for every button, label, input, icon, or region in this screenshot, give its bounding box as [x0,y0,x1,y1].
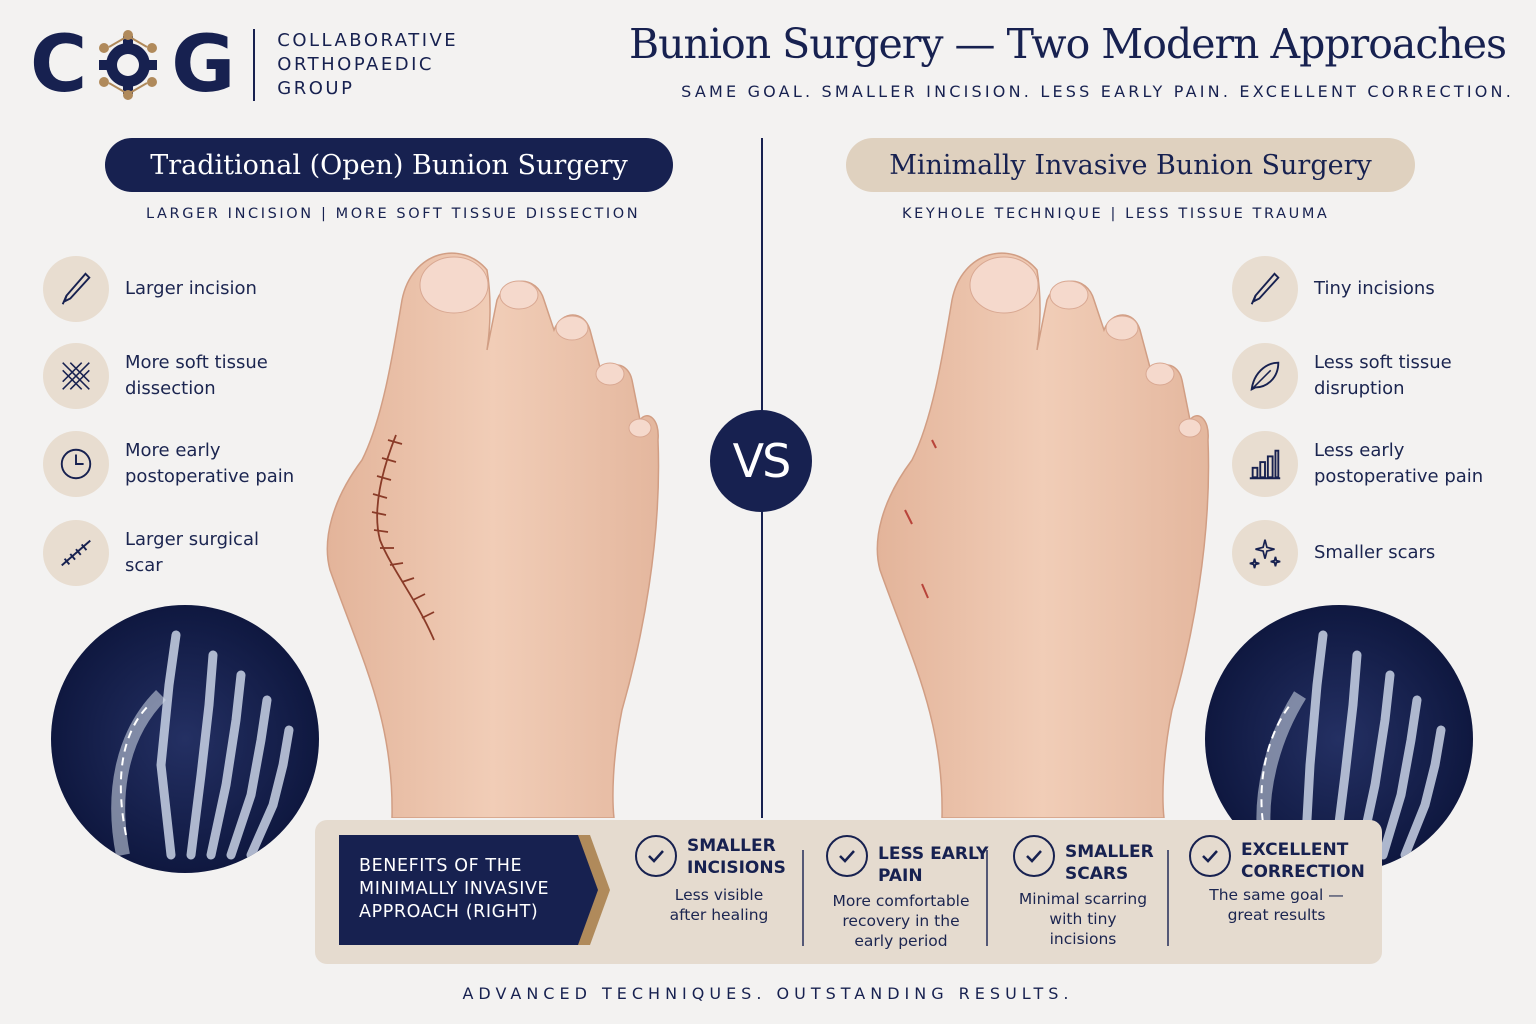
feature-label: Less soft tissue disruption [1314,352,1452,399]
logo-mark: C G [30,20,235,110]
benefit-desc: Less visible [674,886,764,904]
benefit-desc: recovery in the [842,912,960,930]
logo-wordmark: COLLABORATIVE ORTHOPAEDIC GROUP [277,29,458,101]
mis-foot-illustration [876,252,1210,818]
scalpel-icon [1232,256,1298,322]
benefit-title: LESS EARLY [878,844,989,864]
feature-label: More soft tissue dissection [125,352,268,399]
feature-label: Less early postoperative pain [1314,440,1484,487]
check-circle-icon [1189,835,1231,877]
feature-label: Larger surgical scar [125,529,259,576]
benefits-tag-arrow [574,835,610,945]
benefit-title: EXCELLENT [1241,840,1349,860]
traditional-xray [51,605,319,873]
mis-title: Minimally Invasive Bunion Surgery [846,138,1415,192]
check-circle-icon [826,835,868,877]
benefit-desc: Minimal scarring [1018,890,1148,908]
benefit-desc: with tiny [1049,910,1117,928]
logo-letter-c: C [30,20,87,110]
check-circle-icon [635,835,677,877]
mis-subtitle: KEYHOLE TECHNIQUE | LESS TISSUE TRAUMA [902,206,1330,222]
traditional-title: Traditional (Open) Bunion Surgery [105,138,673,192]
crosshatch-tissue-icon [43,343,109,409]
benefits-tag: BENEFITS OF THE MINIMALLY INVASIVE APPRO… [339,835,575,945]
benefit-divider [1167,850,1169,946]
logo-line: GROUP [277,78,355,99]
benefit-desc: The same goal — [1209,886,1344,904]
feature-item: Smaller scars [1232,520,1484,586]
benefit-smaller-incisions: SMALLER INCISIONS Less visible after hea… [635,835,795,955]
feature-item: Larger surgical scar [43,520,295,586]
feature-label: Larger incision [125,278,257,299]
feature-label: Smaller scars [1314,542,1436,563]
benefits-tag-line: BENEFITS OF THE [359,856,523,876]
page-subtitle: SAME GOAL. SMALLER INCISION. LESS EARLY … [681,82,1514,101]
benefit-desc: after healing [669,906,769,924]
benefit-title: PAIN [878,866,923,886]
bar-chart-icon [1232,431,1298,497]
feature-item: Less soft tissue disruption [1232,343,1484,409]
benefit-desc: early period [854,932,948,950]
logo: C G COLLABORATIVE ORTHOPA [30,26,458,104]
page-title: Bunion Surgery — Two Modern Approaches [628,20,1507,68]
benefit-desc: incisions [1049,930,1117,948]
benefit-smaller-scars: SMALLER SCARS Minimal scarring with tiny… [1013,835,1154,955]
vs-badge: VS [710,410,812,512]
feature-item: More soft tissue dissection [43,343,295,409]
feature-label: More early postoperative pain [125,440,295,487]
feature-label: Tiny incisions [1314,278,1435,299]
benefit-desc: More comfortable [832,892,970,910]
leaf-icon [1232,343,1298,409]
sparkle-icon [1232,520,1298,586]
feature-item: Less early postoperative pain [1232,431,1484,497]
gear-network-icon [99,30,158,100]
benefit-title: INCISIONS [687,858,786,878]
keyhole-incisions [904,439,937,599]
benefit-title: SCARS [1065,864,1129,884]
benefit-divider [986,850,988,946]
benefit-desc: great results [1227,906,1326,924]
logo-letter-g: G [171,20,235,110]
benefits-tag-line: MINIMALLY INVASIVE [359,879,550,899]
feature-item: Tiny incisions [1232,256,1484,322]
footer-tagline: ADVANCED TECHNIQUES. OUTSTANDING RESULTS… [462,984,1074,1003]
benefit-excellent-correction: EXCELLENT CORRECTION The same goal — gre… [1189,835,1365,955]
benefit-less-early-pain: LESS EARLY PAIN More comfortable recover… [826,835,988,955]
benefit-divider [802,850,804,946]
clock-icon [43,431,109,497]
scalpel-icon [43,256,109,322]
check-circle-icon [1013,835,1055,877]
logo-line: ORTHOPAEDIC [277,54,434,75]
benefit-title: SMALLER [687,836,776,856]
traditional-subtitle: LARGER INCISION | MORE SOFT TISSUE DISSE… [146,206,641,222]
benefits-tag-line: APPROACH (RIGHT) [359,902,539,922]
logo-line: COLLABORATIVE [277,30,459,51]
logo-divider [253,29,256,101]
feature-item: More early postoperative pain [43,431,295,497]
feature-item: Larger incision [43,256,295,322]
benefit-title: SMALLER [1065,842,1154,862]
traditional-foot-illustration [326,252,660,818]
sutured-incision [371,434,435,641]
benefit-title: CORRECTION [1241,862,1365,882]
sutured-scar-icon [43,520,109,586]
